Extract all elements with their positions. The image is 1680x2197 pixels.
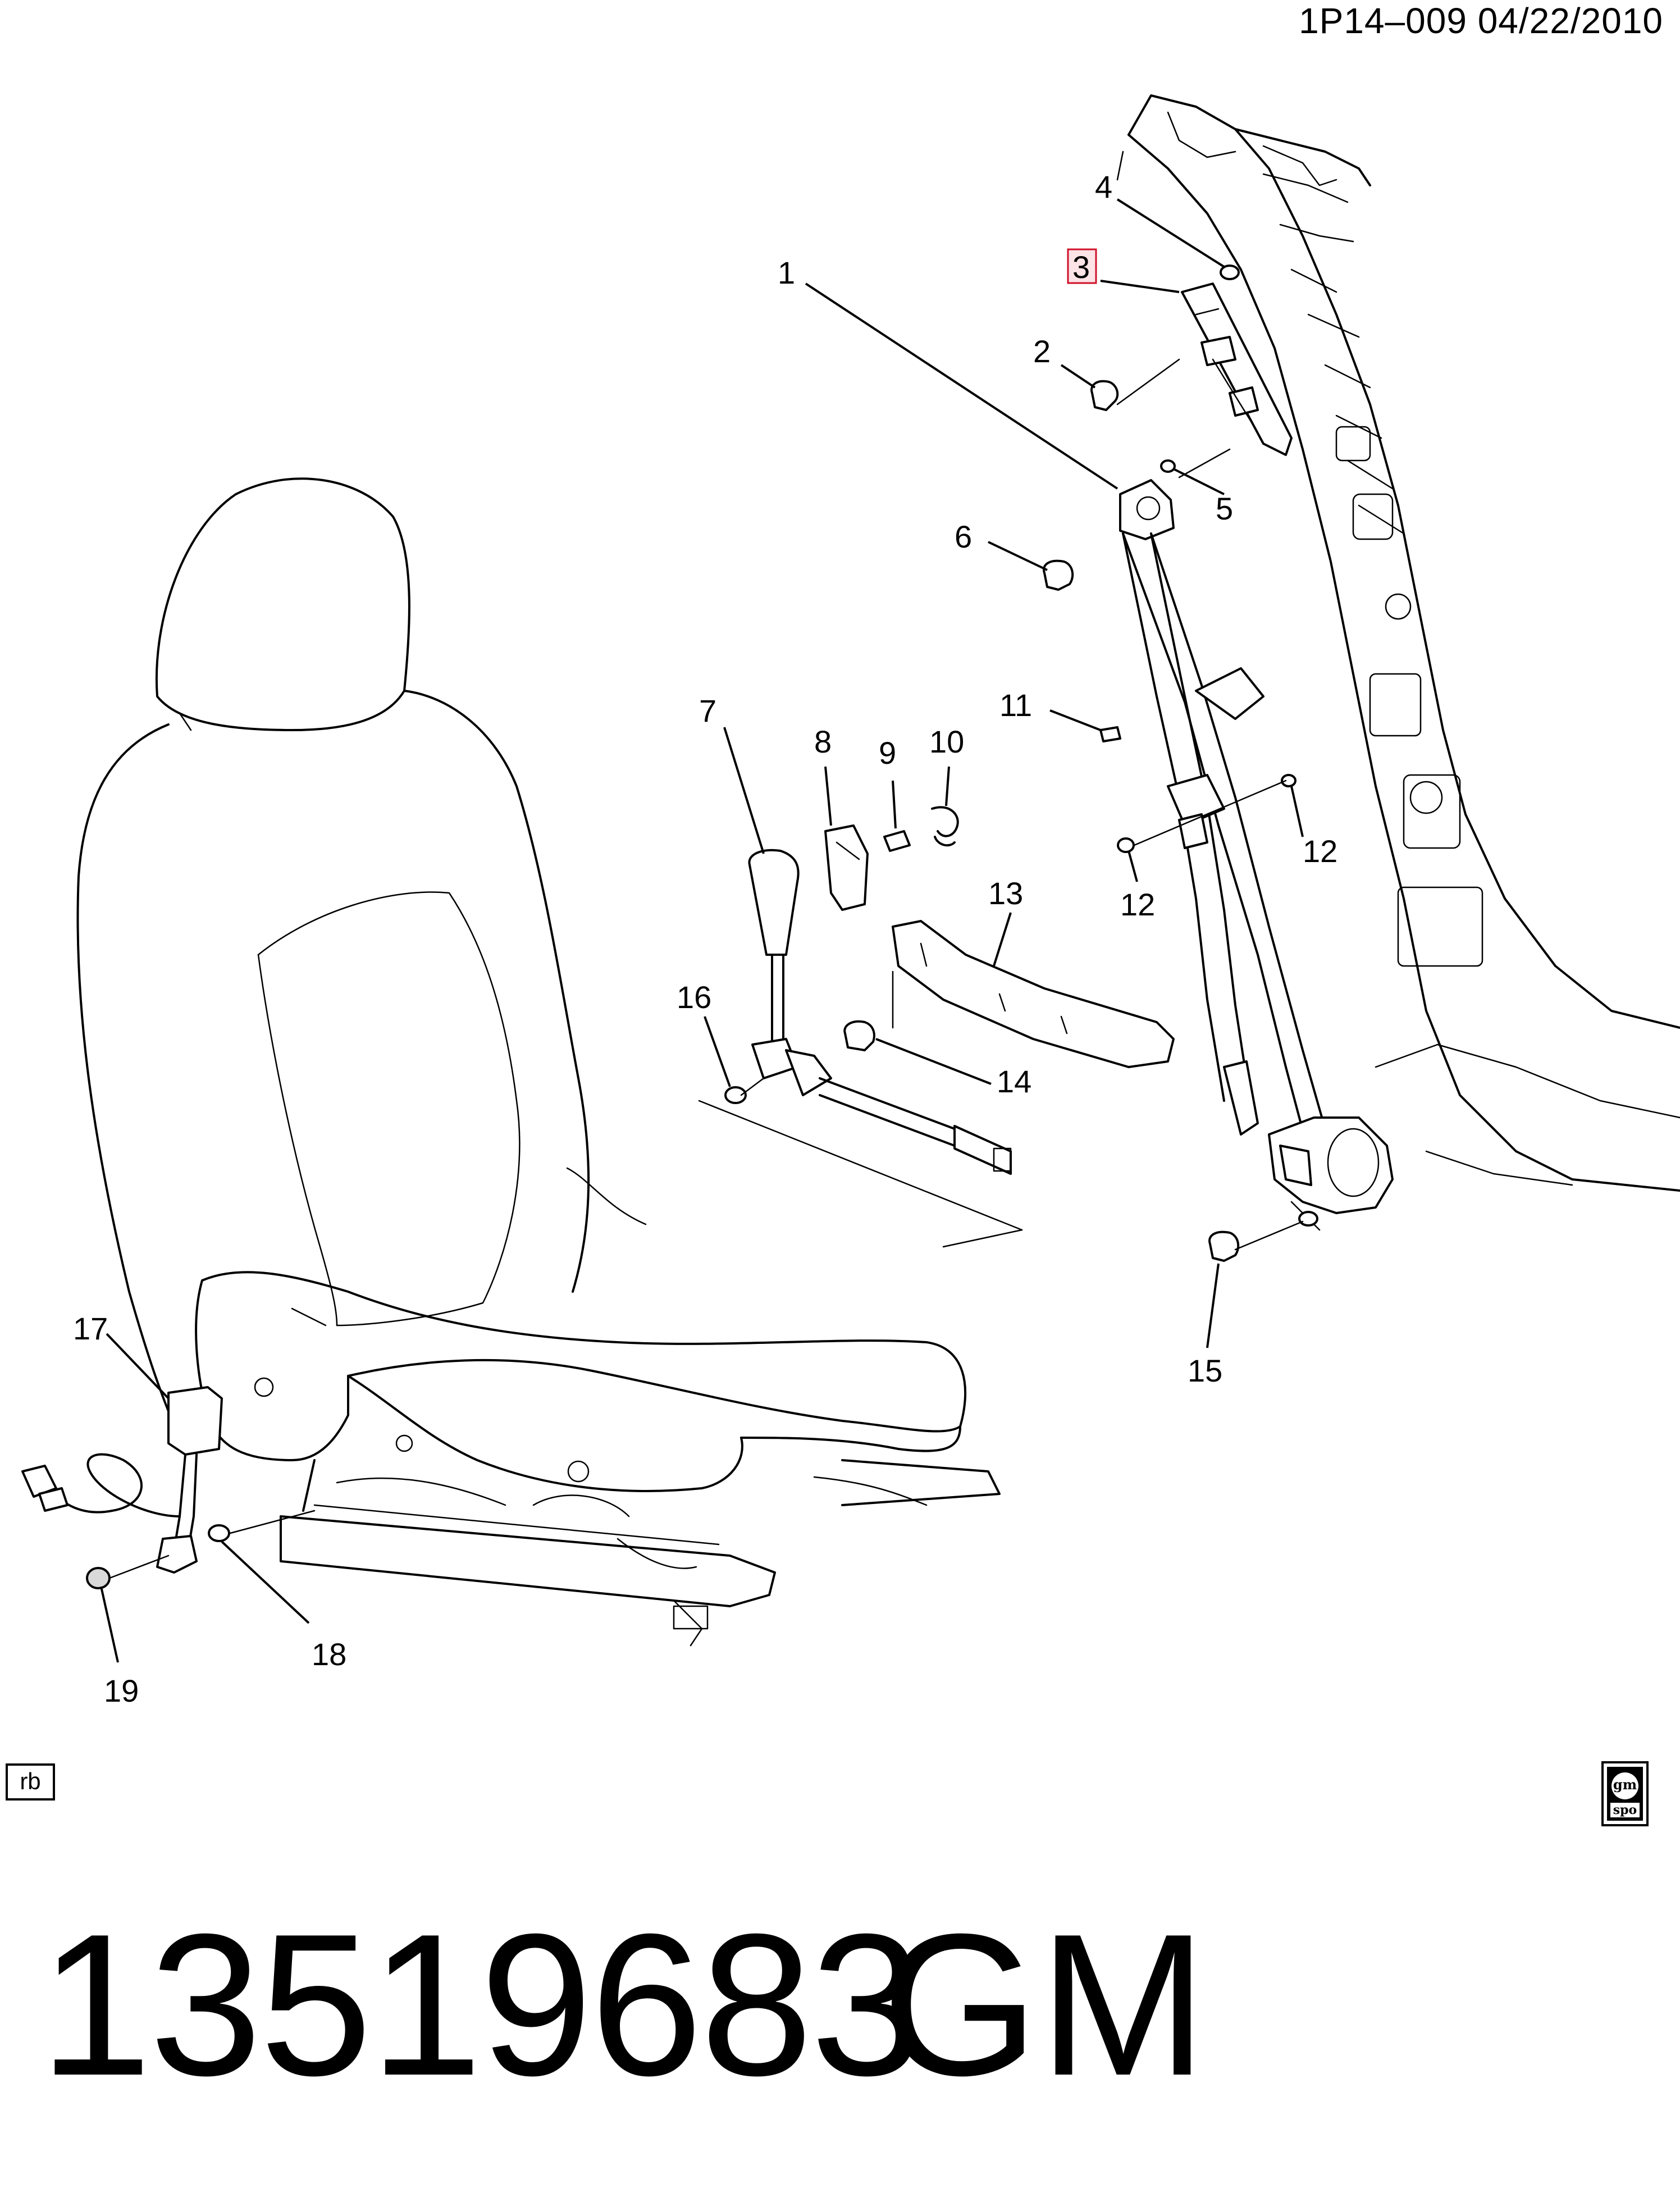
logo-spo-text: spo bbox=[1610, 1803, 1640, 1817]
callout-17: 17 bbox=[73, 1311, 108, 1346]
callout-2: 2 bbox=[1033, 334, 1051, 369]
inboard-buckle bbox=[21, 1386, 230, 1589]
leader-lines bbox=[100, 198, 1304, 1663]
callout-12b: 12 bbox=[1120, 887, 1155, 922]
callout-8: 8 bbox=[814, 724, 832, 759]
callout-10: 10 bbox=[929, 724, 964, 759]
callout-4: 4 bbox=[1095, 169, 1112, 204]
callout-7: 7 bbox=[699, 693, 716, 728]
callout-14: 14 bbox=[997, 1064, 1031, 1099]
logo-gm-text: gm bbox=[1611, 1772, 1638, 1799]
shoulder-belt bbox=[1119, 479, 1394, 1231]
part-number: 13519683 bbox=[39, 1892, 923, 2118]
buckle-assembly bbox=[724, 806, 1175, 1175]
callout-6: 6 bbox=[955, 519, 972, 554]
callout-16: 16 bbox=[677, 979, 711, 1015]
callout-12a: 12 bbox=[1303, 833, 1337, 869]
fasteners bbox=[1043, 265, 1318, 1262]
callout-15: 15 bbox=[1188, 1353, 1222, 1388]
callout-3-highlight bbox=[1067, 248, 1097, 284]
height-adjuster bbox=[1181, 282, 1293, 456]
callout-1: 1 bbox=[778, 255, 795, 290]
manufacturer: GM bbox=[882, 1892, 1207, 2118]
diagram-code: 1P14–009 04/22/2010 bbox=[1299, 1, 1663, 41]
callout-5: 5 bbox=[1216, 491, 1233, 526]
callout-13: 13 bbox=[988, 876, 1023, 911]
callout-labels: 1 2 3 4 5 6 7 8 9 10 11 12 12 13 14 15 1… bbox=[73, 169, 1337, 1708]
callout-9: 9 bbox=[879, 735, 896, 771]
front-seat bbox=[76, 477, 1001, 1647]
callout-11: 11 bbox=[999, 687, 1032, 723]
callout-18: 18 bbox=[312, 1637, 346, 1672]
rb-badge: rb bbox=[6, 1763, 55, 1801]
gm-spo-logo: gm spo bbox=[1601, 1761, 1649, 1826]
b-pillar bbox=[1116, 94, 1680, 1192]
callout-3: 3 bbox=[1072, 249, 1090, 285]
callout-19: 19 bbox=[104, 1673, 139, 1708]
